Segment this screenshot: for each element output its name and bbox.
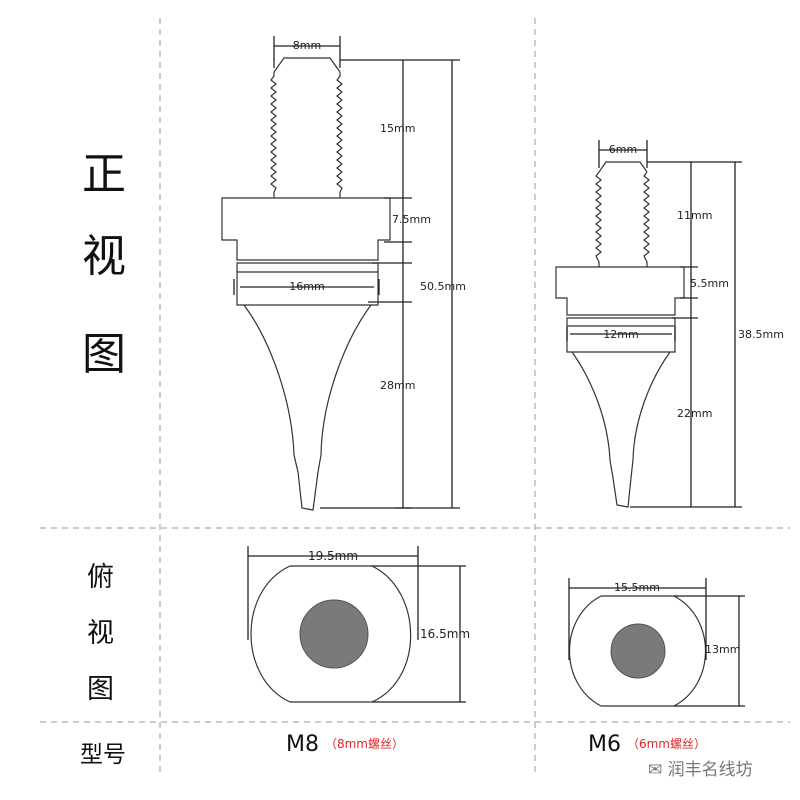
m8-dim-total-height: 50.5mm [420,280,466,293]
m8-top-dims [247,546,466,703]
m6-thread-right [643,171,650,267]
m8-dim-thread-width: 8mm [293,39,321,52]
grid-dividers [40,18,790,775]
m8-model-name: M8 [286,732,319,757]
m6-thread-hole [610,623,666,679]
m8-ring [236,262,379,306]
m8-dim-cone-height: 28mm [380,379,415,392]
top-view-char-3: 图 [87,674,114,705]
m6-cone [571,351,671,508]
m6-thread-left [595,171,602,267]
m6-dim-collar-height: 5.5mm [690,277,729,290]
m8-collar [221,197,391,261]
m8-thread-hole [299,599,369,669]
m8-model-spec: （8mm螺丝） [324,737,404,751]
m8-dim-top-depth: 16.5mm [420,627,470,641]
m6-dimension-lines [566,140,742,508]
m6-top-view: 15.5mm 13mm [568,578,745,707]
m6-model-label: M6 （6mm螺丝） [588,732,706,757]
front-view-char-1: 正 [82,149,126,200]
m6-dim-thread-length: 11mm [677,209,712,222]
m8-dimension-lines [233,36,460,509]
model-row-label: 型号 [80,742,126,768]
m6-dim-cone-height: 22mm [677,407,712,420]
m8-thread-top [273,57,341,73]
m6-thread-top [598,161,648,173]
m8-top-view: 19.5mm 16.5mm [247,546,470,703]
m8-dim-ring-width: 16mm [289,280,324,293]
m8-thread-left [270,72,277,198]
wechat-icon: ✉ [648,760,663,780]
m6-model-name: M6 [588,732,621,757]
m6-dim-thread-width: 6mm [609,143,637,156]
m8-model-label: M8 （8mm螺丝） [286,732,404,757]
watermark-text: 润丰名线坊 [667,760,753,780]
top-view-char-1: 俯 [87,562,114,593]
m6-collar [555,266,685,316]
front-view-char-3: 图 [82,329,126,380]
m8-thread-right [336,72,343,198]
m6-dim-total-height: 38.5mm [738,328,784,341]
m8-front-view [221,57,391,511]
m6-dim-ring-width: 12mm [603,328,638,341]
m8-dim-thread-length: 15mm [380,122,415,135]
m6-model-spec: （6mm螺丝） [626,737,706,751]
m8-dim-top-width: 19.5mm [308,549,358,563]
m8-cone [243,304,372,511]
top-view-char-2: 视 [87,618,114,649]
m6-dim-top-depth: 13mm [705,643,740,656]
front-view-char-2: 视 [82,231,126,282]
watermark: ✉ 润丰名线坊 [648,755,753,780]
m6-top-dims [568,578,745,707]
m6-dim-top-width: 15.5mm [614,581,660,594]
m8-dim-collar-height: 7.5mm [392,213,431,226]
